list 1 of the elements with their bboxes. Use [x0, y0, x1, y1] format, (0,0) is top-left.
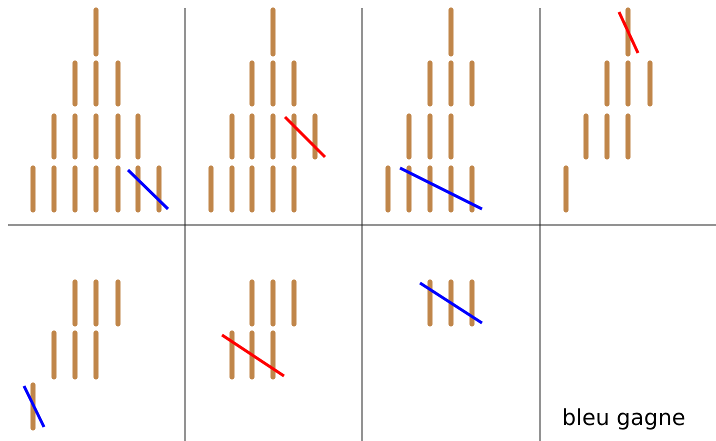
result-text: bleu gagne	[562, 406, 686, 431]
